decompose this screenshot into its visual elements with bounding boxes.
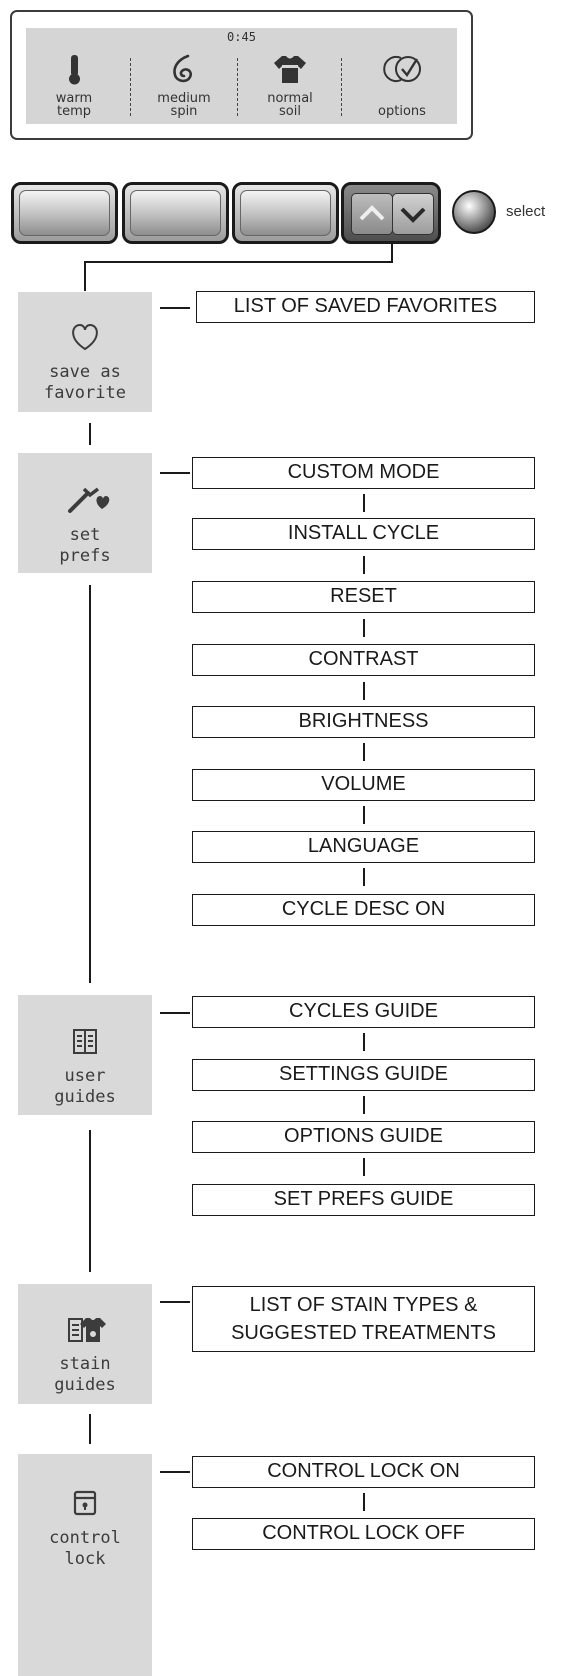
display-button-2[interactable] (122, 182, 229, 244)
lock-tile-line2: lock (64, 1549, 106, 1569)
stain-tile-line2: guides (54, 1375, 116, 1395)
options-check-icon (383, 56, 421, 82)
guides-tile-line1: user (64, 1066, 106, 1086)
menu-connector (363, 1096, 365, 1114)
favorite-tile[interactable]: save as favorite (18, 292, 152, 412)
menu-connector (363, 1493, 365, 1511)
soil-setting-line2: soil (279, 104, 301, 119)
connector-line (89, 1414, 91, 1444)
display-button-3[interactable] (232, 182, 339, 244)
lock-tile-line1: control (49, 1528, 121, 1548)
cycle-time-remaining: 0:45 (227, 30, 256, 44)
connector-line (89, 423, 91, 445)
select-knob[interactable] (452, 190, 496, 234)
menu-connector (363, 494, 365, 512)
connector-line (89, 585, 91, 983)
stain-types-line1: LIST OF STAIN TYPES & (249, 1294, 478, 1316)
shirt-icon (274, 56, 306, 83)
scroll-arrows (341, 182, 441, 244)
chevron-down-icon (400, 207, 426, 223)
scroll-up-button[interactable] (351, 193, 393, 235)
soil-setting-line1: normal (267, 91, 313, 106)
menu-connector (363, 806, 365, 824)
book-icon (73, 1029, 97, 1054)
connector-line (84, 261, 86, 291)
display-divider (130, 58, 131, 116)
menu-item-volume[interactable]: VOLUME (192, 769, 535, 801)
menu-item-custom-mode[interactable]: CUSTOM MODE (192, 457, 535, 489)
stain-types-line2: SUGGESTED TREATMENTS (231, 1322, 496, 1344)
spin-setting-line1: medium (157, 91, 211, 106)
branch-line (160, 1012, 190, 1014)
menu-connector (363, 556, 365, 574)
lock-tile[interactable]: control lock (18, 1454, 152, 1676)
display-divider (237, 58, 238, 116)
favorite-tile-line1: save as (49, 362, 121, 382)
thermometer-icon (69, 55, 80, 85)
menu-connector (363, 1033, 365, 1051)
branch-line (160, 472, 190, 474)
menu-item-set-prefs-guide[interactable]: SET PREFS GUIDE (192, 1184, 535, 1216)
connector-line (89, 1130, 91, 1272)
menu-item-install-cycle[interactable]: INSTALL CYCLE (192, 518, 535, 550)
menu-item-language[interactable]: LANGUAGE (192, 831, 535, 863)
display-button-1[interactable] (11, 182, 118, 244)
spin-setting-line2: spin (170, 104, 198, 119)
prefs-tile[interactable]: set prefs (18, 453, 152, 573)
menu-item-options-guide[interactable]: OPTIONS GUIDE (192, 1121, 535, 1153)
connector-line (391, 244, 393, 262)
select-label: select (506, 203, 546, 220)
menu-connector (363, 868, 365, 886)
prefs-tile-line1: set (69, 525, 101, 545)
lock-icon (73, 1490, 97, 1516)
favorite-tile-line2: favorite (44, 383, 126, 403)
guides-tile-line2: guides (54, 1087, 116, 1107)
stain-tile[interactable]: stain guides (18, 1284, 152, 1404)
favorites-list-box[interactable]: LIST OF SAVED FAVORITES (196, 291, 535, 323)
stain-tile-line1: stain (59, 1354, 111, 1374)
scroll-down-button[interactable] (392, 193, 434, 235)
menu-item-contrast[interactable]: CONTRAST (192, 644, 535, 676)
temp-setting-line2: temp (56, 104, 91, 119)
menu-item-cycle-desc-on[interactable]: CYCLE DESC ON (192, 894, 535, 926)
stain-shirt-icon (68, 1318, 106, 1342)
branch-line (160, 1301, 190, 1303)
menu-connector (363, 1158, 365, 1176)
branch-line (160, 307, 190, 309)
menu-item-settings-guide[interactable]: SETTINGS GUIDE (192, 1059, 535, 1091)
prefs-tile-line2: prefs (59, 546, 111, 566)
guides-tile[interactable]: user guides (18, 995, 152, 1115)
menu-connector (363, 619, 365, 637)
connector-line (84, 261, 393, 263)
menu-item-control-lock-off[interactable]: CONTROL LOCK OFF (192, 1518, 535, 1550)
display-divider (341, 58, 342, 116)
menu-connector (363, 743, 365, 761)
options-setting: options (351, 42, 453, 122)
options-setting-line2: options (378, 104, 426, 119)
menu-item-cycles-guide[interactable]: CYCLES GUIDE (192, 996, 535, 1028)
heart-icon (72, 323, 98, 351)
spiral-spin-icon (173, 54, 192, 83)
menu-connector (363, 682, 365, 700)
menu-item-control-lock-on[interactable]: CONTROL LOCK ON (192, 1456, 535, 1488)
stain-types-box[interactable]: LIST OF STAIN TYPES & SUGGESTED TREATMEN… (192, 1286, 535, 1352)
menu-item-reset[interactable]: RESET (192, 581, 535, 613)
branch-line (160, 1471, 190, 1473)
chevron-up-icon (359, 205, 385, 221)
wrench-heart-icon (68, 487, 110, 513)
menu-item-brightness[interactable]: BRIGHTNESS (192, 706, 535, 738)
temp-setting-line1: warm (55, 91, 93, 106)
